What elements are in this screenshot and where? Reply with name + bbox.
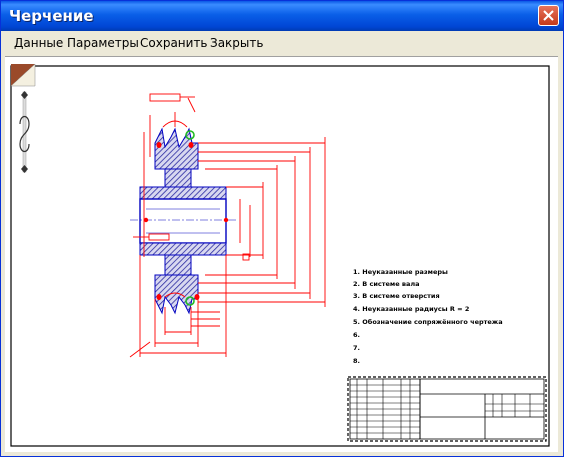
- note-item: 7.: [353, 344, 360, 352]
- menu-item-close[interactable]: Закрыть: [210, 36, 264, 50]
- pulley-section: [130, 127, 237, 315]
- zoom-slider[interactable]: [13, 84, 37, 184]
- markers: [143, 130, 229, 306]
- slider-thumb-icon: [19, 115, 30, 153]
- close-icon: [543, 10, 554, 21]
- slider-top-diamond-icon: [21, 91, 28, 99]
- menu-bar: Данные Параметры Сохранить Закрыть: [1, 31, 563, 55]
- sheet-frame: [10, 65, 550, 447]
- menu-item-data[interactable]: Данные: [14, 36, 64, 50]
- window-title: Черчение: [9, 7, 94, 25]
- slider-bottom-diamond-icon: [21, 165, 28, 173]
- close-button[interactable]: [538, 5, 559, 26]
- menu-item-save[interactable]: Сохранить: [140, 36, 208, 50]
- title-bar[interactable]: Черчение: [1, 1, 563, 31]
- title-block: [347, 376, 547, 442]
- drawing-sheet: [10, 65, 550, 447]
- page-fold-icon: [10, 63, 36, 87]
- note-item: 4. Неуказанные радиусы R = 2: [353, 305, 470, 313]
- note-item: 1. Неуказанные размеры: [353, 268, 448, 276]
- note-item: 5. Обозначение сопряжённого чертежа: [353, 318, 503, 326]
- note-item: 3. В системе отверстия: [353, 292, 440, 300]
- note-item: 6.: [353, 331, 360, 339]
- dimension-lines: [129, 93, 326, 358]
- drawing-canvas[interactable]: 1. Неуказанные размеры 2. В системе вала…: [5, 56, 558, 452]
- note-item: 8.: [353, 357, 360, 365]
- menu-item-parameters[interactable]: Параметры: [67, 36, 139, 50]
- note-item: 2. В системе вала: [353, 280, 420, 288]
